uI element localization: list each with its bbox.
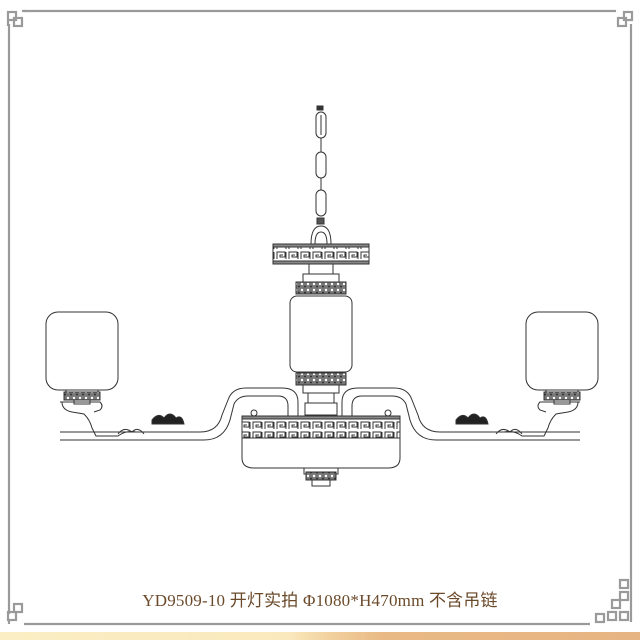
corner-knot-bottom-right — [594, 578, 633, 624]
left-shade — [45, 311, 119, 405]
product-caption: YD9509-10 开灯实拍 Φ1080*H470mm 不含吊链 — [142, 591, 498, 610]
right-shade — [525, 311, 599, 405]
bottom-color-strip — [0, 632, 640, 640]
canopy-band — [272, 243, 370, 274]
center-column — [289, 273, 353, 416]
base-bowl — [241, 409, 401, 487]
left-arm — [60, 387, 299, 441]
corner-knot-top-right — [616, 10, 634, 28]
corner-knot-top-left — [6, 9, 26, 28]
right-arm — [341, 387, 580, 441]
corner-knot-bottom-left — [6, 602, 24, 624]
chain — [310, 105, 332, 245]
